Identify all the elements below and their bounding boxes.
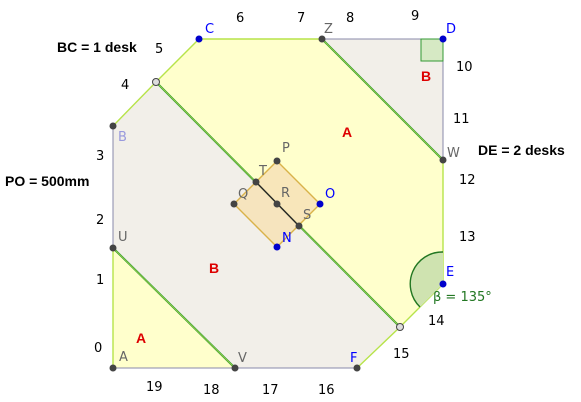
label-v: V [238, 351, 247, 366]
point-r[interactable] [273, 200, 281, 208]
point-e[interactable] [439, 280, 447, 288]
point-t[interactable] [252, 178, 260, 186]
cut-line-u-v-inner [112, 247, 236, 369]
point-markers [109, 35, 447, 372]
tick-14: 14 [428, 314, 445, 329]
point-a[interactable] [109, 364, 117, 372]
label-z: Z [324, 22, 333, 37]
annotation-bc: BC = 1 desk [57, 39, 137, 55]
tick-15: 15 [393, 347, 410, 362]
point-4[interactable] [152, 78, 160, 86]
point-n[interactable] [273, 243, 281, 251]
annotation-po: PO = 500mm [5, 173, 89, 189]
label-s: S [303, 208, 311, 223]
annotation-de: DE = 2 desks [478, 142, 565, 158]
tick-13: 13 [459, 230, 476, 245]
point-d[interactable] [439, 35, 447, 43]
tick-19: 19 [146, 380, 163, 395]
region-label-a-bottom: A [136, 330, 146, 346]
point-o[interactable] [316, 200, 324, 208]
point-u[interactable] [109, 244, 117, 252]
angle-beta-sector [410, 251, 443, 307]
label-p: P [282, 141, 290, 156]
angle-beta-arc [409, 251, 444, 308]
right-angle-marker [420, 38, 444, 62]
label-n: N [282, 231, 292, 246]
label-q: Q [238, 187, 248, 202]
outer-edge-yellow [112, 38, 322, 127]
tick-0: 0 [94, 341, 102, 356]
label-w: W [447, 146, 460, 161]
tick-17: 17 [262, 383, 279, 398]
tick-4: 4 [121, 78, 129, 93]
tick-5: 5 [155, 42, 163, 57]
point-15[interactable] [396, 323, 404, 331]
tick-10: 10 [456, 60, 473, 75]
point-v[interactable] [231, 364, 239, 372]
point-c[interactable] [195, 35, 203, 43]
point-b[interactable] [109, 122, 117, 130]
tick-7: 7 [297, 11, 305, 26]
label-t: T [258, 164, 267, 179]
tick-6: 6 [236, 11, 244, 26]
point-f[interactable] [353, 364, 361, 372]
point-s[interactable] [295, 222, 303, 230]
tick-1: 1 [96, 273, 104, 288]
label-a: A [119, 350, 128, 365]
label-f: F [350, 351, 357, 366]
point-w[interactable] [439, 156, 447, 164]
tick-8: 8 [346, 11, 354, 26]
tick-11: 11 [453, 112, 470, 127]
point-z[interactable] [318, 35, 326, 43]
label-r: R [281, 186, 290, 201]
tick-3: 3 [96, 149, 104, 164]
region-label-a-top: A [342, 124, 352, 140]
label-d: D [446, 22, 456, 37]
tick-12: 12 [459, 173, 476, 188]
tick-18: 18 [203, 383, 220, 398]
tick-16: 16 [318, 383, 335, 398]
cut-line-z-w-inner [321, 38, 444, 161]
point-p[interactable] [273, 157, 281, 165]
region-label-b-middle: B [209, 260, 219, 276]
tick-9: 9 [411, 9, 419, 24]
label-o: O [325, 187, 335, 202]
tick-2: 2 [96, 213, 104, 228]
annotation-angle-beta: β = 135° [433, 290, 492, 305]
region-label-b-corner: B [421, 68, 431, 84]
label-e: E [446, 265, 454, 280]
label-u: U [118, 230, 128, 245]
label-b: B [118, 130, 127, 145]
label-c: C [205, 22, 214, 37]
point-q[interactable] [230, 200, 238, 208]
